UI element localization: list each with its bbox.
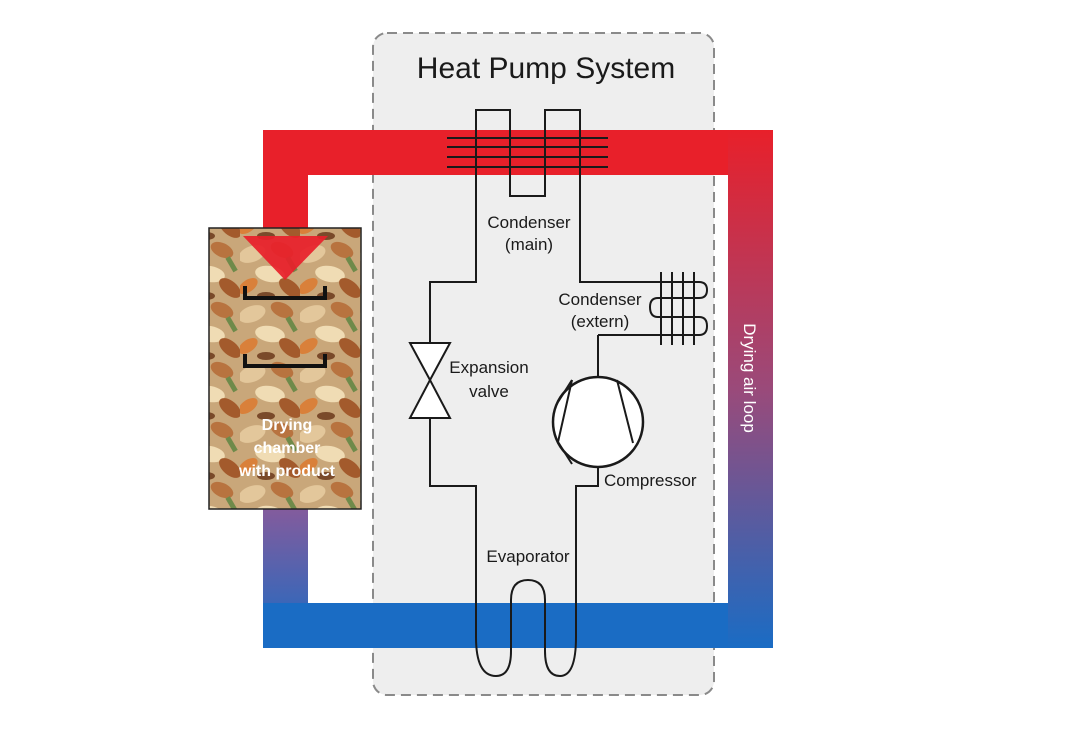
expansion-valve-label-2: valve	[469, 382, 509, 401]
drying-air-loop-label: Drying air loop	[740, 323, 759, 433]
hot-air-duct-top	[263, 130, 773, 175]
condenser-extern-label-2: (extern)	[571, 312, 630, 331]
drying-chamber-label-2: chamber	[254, 440, 321, 457]
diagram-title: Heat Pump System	[417, 52, 675, 85]
condenser-main-label-1: Condenser	[487, 213, 571, 232]
condenser-main-label-2: (main)	[505, 235, 553, 254]
evaporator-label: Evaporator	[486, 547, 569, 566]
condenser-extern-label-1: Condenser	[558, 290, 642, 309]
drying-chamber-label-1: Drying	[262, 417, 313, 434]
compressor-label: Compressor	[604, 471, 697, 490]
drying-chamber-label-3: with product	[238, 463, 336, 480]
cold-air-duct-bottom	[263, 603, 773, 648]
compressor-symbol	[553, 377, 643, 467]
hot-air-duct-left	[263, 130, 308, 240]
expansion-valve-label-1: Expansion	[449, 358, 528, 377]
drying-chamber: Drying chamber with product	[209, 228, 361, 509]
